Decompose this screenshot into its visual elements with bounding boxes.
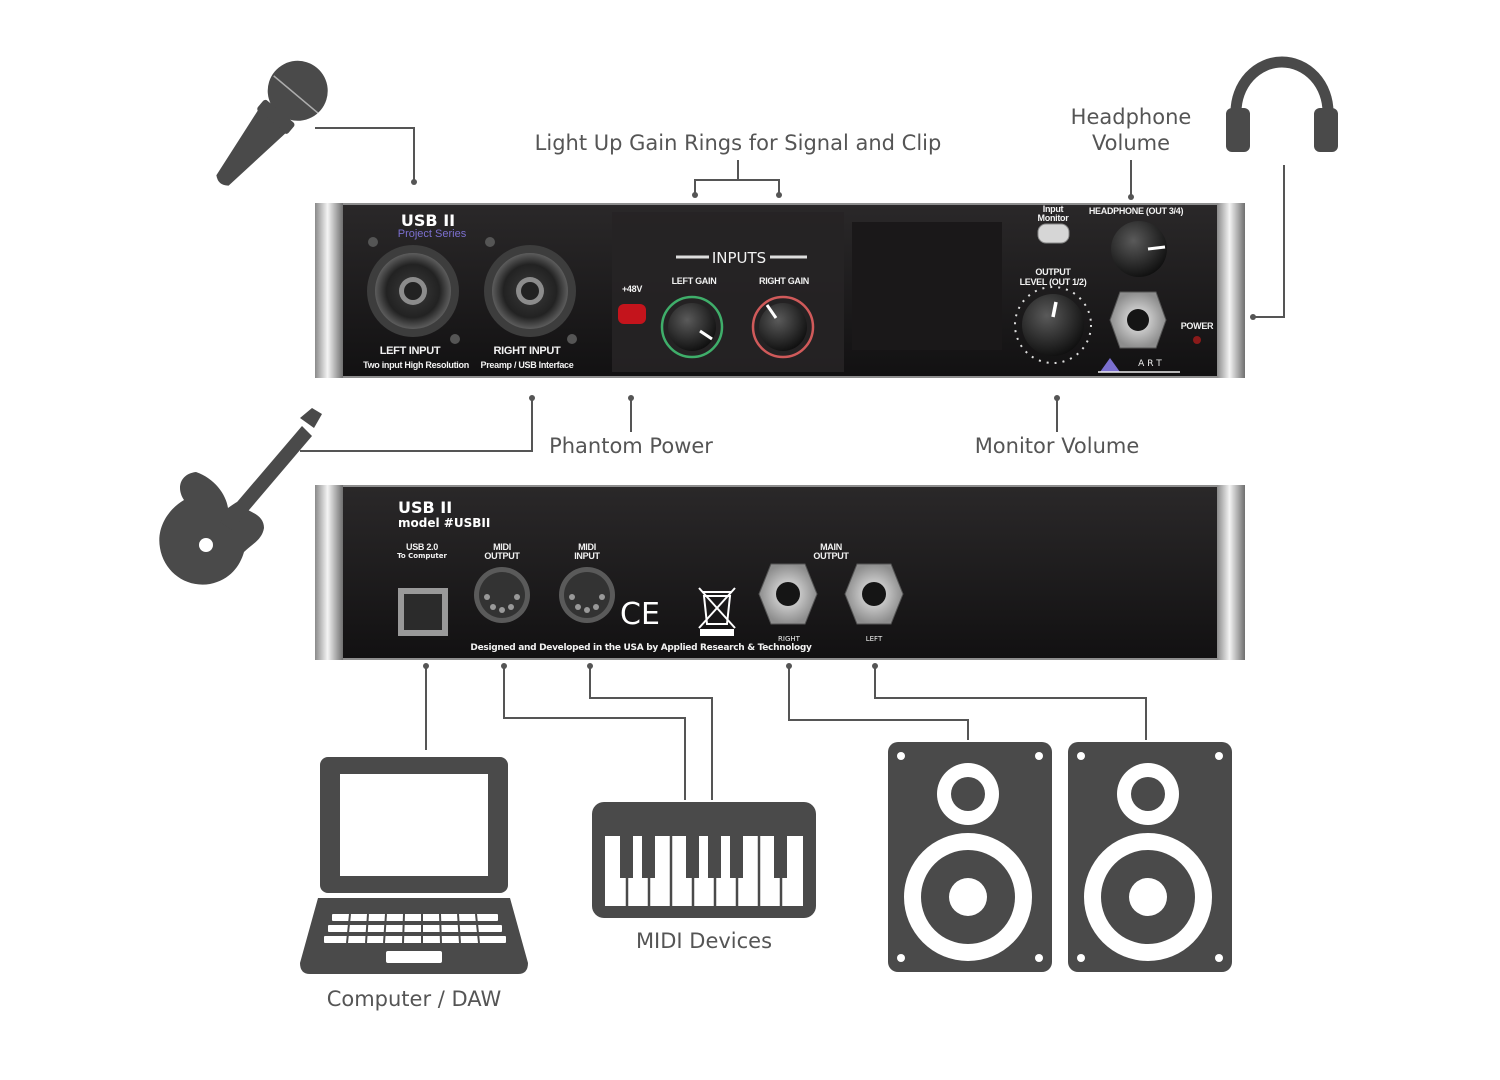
power-led [1193,336,1201,344]
left-gain-knob[interactable] [660,295,724,359]
headphone-volume-callout-line2: Volume [1092,131,1170,155]
front-panel: USB II Project Series LEFT INPUT RIGHT I… [315,203,1245,378]
microphone-icon [216,60,328,186]
weee-bin-icon [698,587,736,636]
midi-output-label-2: OUTPUT [484,551,520,561]
power-label: POWER [1181,321,1214,331]
midi-devices-callout: MIDI Devices [636,929,772,953]
speaker-right-icon [1068,742,1232,972]
right-output-label: RIGHT [778,635,801,643]
left-output-label: LEFT [866,635,883,643]
tagline-left: Two input High Resolution [363,360,469,370]
ce-mark: CE [620,597,660,632]
headphone-label: HEADPHONE (OUT 3/4) [1089,206,1184,216]
headphone-volume-callout-line1: Headphone [1071,105,1192,129]
headphone-volume-knob[interactable] [1111,221,1167,277]
input-monitor-button[interactable] [1037,223,1070,244]
headphone-jack[interactable] [1109,291,1167,349]
phantom-power-button[interactable] [618,304,646,324]
input-monitor-label-1: Input [1043,204,1064,214]
designed-text: Designed and Developed in the USA by App… [470,643,812,653]
main-output-left-jack[interactable] [844,563,904,625]
phantom-power-callout: Phantom Power [549,434,713,458]
front-left-endcap [315,203,343,378]
art-logo-text: A R T [1138,359,1162,369]
midi-output-label-1: MIDI [493,542,511,552]
guitar-icon [159,408,322,585]
output-level-label-2: LEVEL (OUT 1/2) [1020,277,1087,287]
right-input-label: RIGHT INPUT [494,345,562,357]
gain-rings-callout: Light Up Gain Rings for Signal and Clip [535,131,942,155]
right-input-jack[interactable] [484,237,577,344]
input-monitor-label-2: Monitor [1038,213,1070,223]
front-series: Project Series [398,228,467,240]
left-gain-ring [660,295,724,359]
laptop-icon [300,757,528,974]
usb-label-1: USB 2.0 [406,542,438,552]
front-brand: USB II [401,211,455,230]
rear-right-endcap [1217,485,1245,660]
art-logo: A R T [1098,358,1180,373]
usb-label-2: To Computer [397,552,447,560]
midi-input-port[interactable] [559,567,615,623]
tagline-right: Preamp / USB Interface [481,360,574,370]
output-level-knob[interactable] [1014,286,1092,364]
main-output-label-2: OUTPUT [813,551,849,561]
front-right-endcap [1217,203,1245,378]
usb-port[interactable] [398,588,448,636]
phantom-label: +48V [622,284,642,294]
computer-callout: Computer / DAW [327,987,502,1011]
rear-left-endcap [315,485,343,660]
midi-input-label-2: INPUT [574,551,600,561]
monitor-volume-callout: Monitor Volume [975,434,1140,458]
rear-model: model #USBII [398,516,490,530]
right-gain-ring [751,295,815,359]
left-gain-label: LEFT GAIN [672,276,717,286]
headphones-icon [1226,56,1338,152]
rear-brand: USB II [398,498,452,517]
connector-lines [300,127,1285,800]
speaker-left-icon [888,742,1052,972]
main-output-label-1: MAIN [820,542,842,552]
main-output-right-jack[interactable] [758,563,818,625]
midi-input-label-1: MIDI [578,542,596,552]
midi-keyboard-icon [592,802,816,918]
keyboard-black-keys [620,836,787,878]
output-level-label-1: OUTPUT [1035,267,1071,277]
left-input-jack[interactable] [367,237,460,344]
left-input-label: LEFT INPUT [380,345,441,357]
rear-panel: USB II model #USBII USB 2.0 To Computer … [315,485,1245,660]
midi-output-port[interactable] [474,567,530,623]
inputs-header: INPUTS [712,249,766,267]
right-gain-label: RIGHT GAIN [759,276,809,286]
right-gain-knob[interactable] [751,295,815,359]
